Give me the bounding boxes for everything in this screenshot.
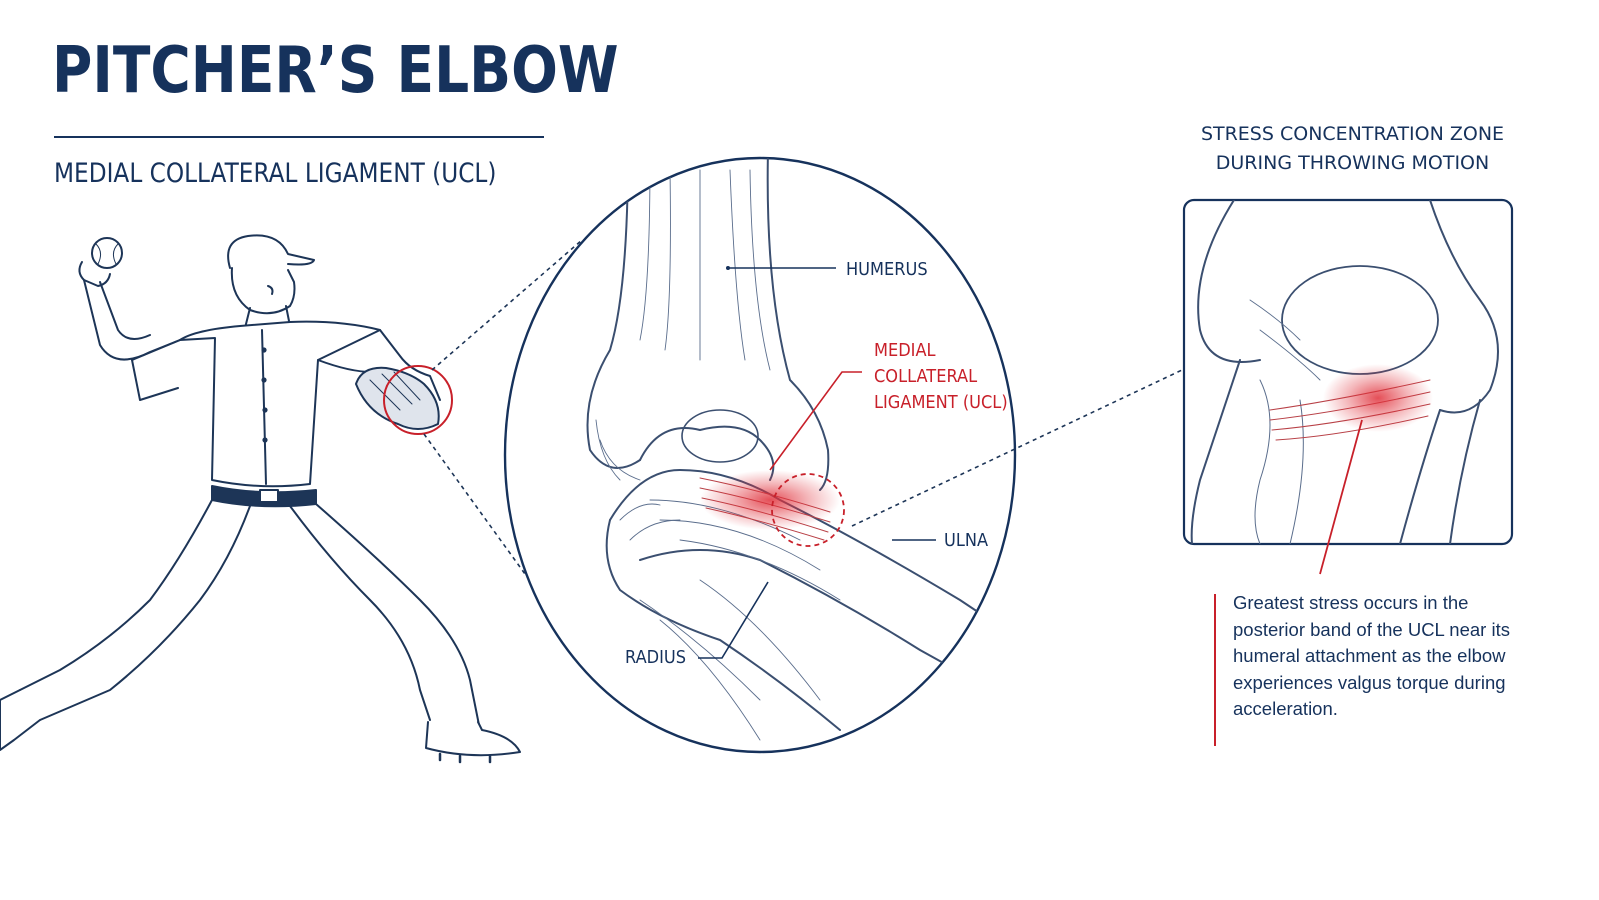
ligament-label-line-1: MEDIAL [874,340,936,361]
radius-leader [698,581,769,659]
pitcher-figure-illustration [0,234,521,764]
baseball-icon [91,237,123,269]
title-divider [54,136,544,138]
ligament-leader [769,371,862,471]
label-medial-collateral-ligament: MEDIAL COLLATERAL LIGAMENT (UCL) [874,338,1027,416]
stress-zone-title: STRESS CONCENTRATION ZONE DURING THROWIN… [1160,120,1545,178]
callout-leader [1319,419,1363,575]
connector-line-inset [851,369,1183,527]
page-subtitle: MEDIAL COLLATERAL LIGAMENT (UCL) [54,158,497,189]
stress-zone-inset [1182,198,1514,546]
page-title: PITCHER’S ELBOW [52,34,619,108]
label-radius: RADIUS [625,647,687,668]
connector-line-bottom [423,433,539,593]
ligament-label-line-2: COLLATERAL [874,366,978,387]
callout-accent-bar [1214,594,1216,746]
stress-callout-text: Greatest stress occurs in the posterior … [1233,592,1510,719]
stress-zone-title-line-1: STRESS CONCENTRATION ZONE [1200,123,1505,145]
label-humerus: HUMERUS [846,259,928,280]
stress-zone-title-line-2: DURING THROWING MOTION [1215,152,1490,174]
attachment-focus-circle [771,473,845,547]
label-ulna: ULNA [944,530,989,551]
ucl-stress-glow [700,470,840,530]
ligament-label-line-3: LIGAMENT (UCL) [874,392,1008,413]
connector-line-top [431,239,583,371]
inset-stress-glow [1323,364,1433,432]
elbow-highlight-circle [383,365,453,435]
elbow-detail-circle [503,156,1017,754]
